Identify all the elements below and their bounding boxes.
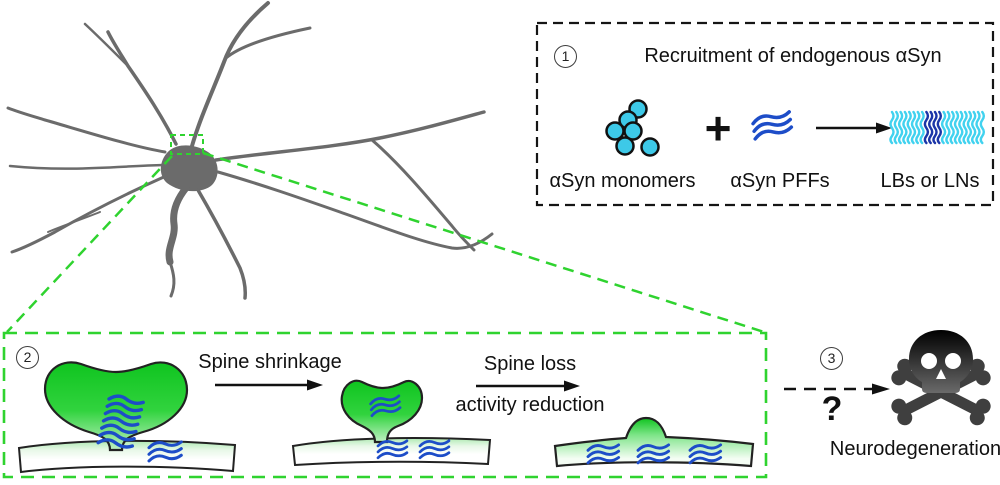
step3-number-badge: 3: [820, 347, 843, 370]
monomer-cluster-icon: [605, 99, 660, 157]
question-mark: ?: [821, 390, 843, 428]
neurodegeneration-label: Neurodegeneration: [829, 438, 1000, 460]
monomers-label: αSyn monomers: [549, 170, 696, 192]
zoom-connector-left: [6, 155, 173, 333]
neuron-soma: [160, 145, 218, 192]
step2-number-badge: 2: [16, 346, 39, 369]
plus-sign: +: [704, 102, 732, 154]
neuron-illustration: [6, 1, 494, 300]
arrow-spine-shrinkage: [215, 379, 323, 391]
step1-panel-border: [535, 21, 995, 207]
fibril-bundle-icon: [889, 110, 985, 145]
skull-eye-right: [945, 353, 961, 369]
skull-eye-left: [921, 353, 937, 369]
step1-number-badge: 1: [554, 45, 577, 68]
uncertain-arrow-icon: [784, 383, 890, 395]
skull-nose: [936, 369, 946, 379]
spine-shrunken-icon: [291, 379, 492, 467]
activity-reduction-label: activity reduction: [455, 394, 605, 416]
spine-loss-label: Spine loss: [483, 353, 577, 375]
pff-fibril-icon: [750, 110, 795, 141]
zoom-connector-right: [202, 151, 765, 334]
step2-panel-border: [2, 331, 768, 479]
zoom-region-box: [170, 134, 204, 155]
reaction-arrow-icon: [816, 122, 892, 134]
spine-large-icon: [17, 361, 237, 474]
spine-shrinkage-label: Spine shrinkage: [198, 351, 342, 373]
arrow-spine-loss: [476, 380, 580, 392]
skull-crossbones-icon: [891, 330, 991, 426]
pffs-label: αSyn PFFs: [730, 170, 830, 192]
product-label: LBs or LNs: [880, 170, 980, 192]
step1-title: Recruitment of endogenous αSyn: [644, 45, 942, 67]
spine-lost-icon: [553, 416, 755, 468]
